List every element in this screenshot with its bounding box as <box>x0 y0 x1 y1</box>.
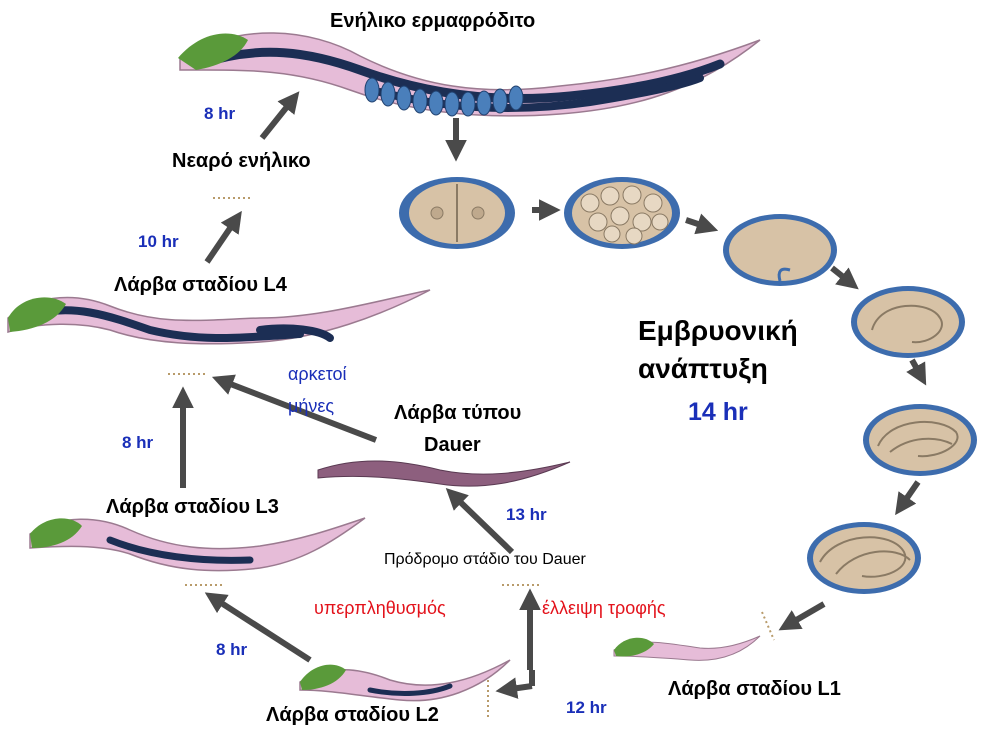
embryo-multicell <box>564 177 680 249</box>
adult-hermaphrodite-worm <box>178 32 761 117</box>
l2-label: Λάρβα σταδίου L2 <box>266 704 439 726</box>
arrow-pre-dauer-to-dauer <box>445 487 515 555</box>
arrow-embryo-2 <box>685 213 719 235</box>
embryo-comma <box>851 286 965 358</box>
young-adult-time: 10 hr <box>138 232 179 251</box>
starvation-label: έλλειψη τροφής <box>542 598 666 618</box>
embryo-label-line2: ανάπτυξη <box>638 353 768 384</box>
l1-label: Λάρβα σταδίου L1 <box>668 678 841 700</box>
adult-time: 8 hr <box>204 104 236 123</box>
l3-larva-worm <box>29 517 366 572</box>
embryo-two-fold <box>863 404 977 476</box>
adult-label: Ενήλικο ερμαφρόδιτο <box>330 10 536 32</box>
pre-dauer-label: Πρόδρομο στάδιο του Dauer <box>384 551 586 568</box>
molt-markers <box>168 197 775 720</box>
arrow-l1-to-l2 <box>495 677 533 699</box>
embryo-time: 14 hr <box>688 398 748 426</box>
l1-larva-worm <box>613 635 761 661</box>
young-adult-label: Νεαρό ενήλικο <box>172 150 311 172</box>
l4-larva-worm <box>7 289 431 345</box>
arrow-dauer-to-l4 <box>211 374 378 443</box>
arrow-embryo-5 <box>895 480 921 516</box>
l2-to-l3-time: 8 hr <box>216 640 248 659</box>
arrow-embryo-4 <box>906 358 927 386</box>
embryo-label-line1: Εμβρυονική <box>638 315 798 346</box>
to-dauer-time: 13 hr <box>506 505 547 524</box>
months-line1: αρκετοί <box>288 364 347 384</box>
l3-label: Λάρβα σταδίου L3 <box>106 496 279 518</box>
overcrowding-label: υπερπληθυσμός <box>314 598 446 618</box>
arrow-embryo-to-l1 <box>778 601 826 631</box>
dauer-label-line2: Dauer <box>424 434 481 456</box>
embryo-pretzel <box>807 522 921 594</box>
l1-to-l2-time: 12 hr <box>566 698 607 717</box>
arrow-embryo-3 <box>830 265 859 290</box>
l3-to-l4-time: 8 hr <box>122 433 154 452</box>
l2-larva-worm <box>299 659 511 702</box>
embryo-two-cell <box>399 177 515 249</box>
months-line2: μήνες <box>288 396 335 416</box>
embryo-gastrula <box>723 214 837 286</box>
arrow-l4-to-young-adult <box>204 210 242 264</box>
l4-label: Λάρβα σταδίου L4 <box>114 274 287 296</box>
dauer-label-line1: Λάρβα τύπου <box>394 402 522 424</box>
dauer-larva-worm <box>317 460 571 487</box>
arrow-l2-to-l3 <box>204 592 312 663</box>
arrow-young-adult-to-adult <box>259 91 300 140</box>
